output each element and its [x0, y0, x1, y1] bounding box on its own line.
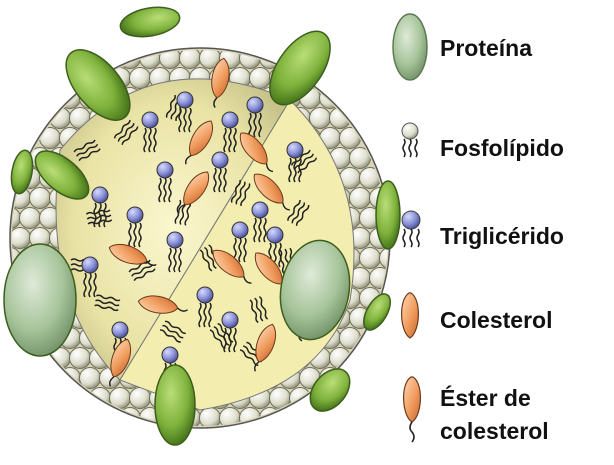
- protein-icon: [392, 13, 428, 81]
- fatty-acid-tails: [93, 202, 107, 228]
- surface-protein: [375, 180, 401, 250]
- fatty-acid-tails: [128, 222, 142, 248]
- legend-label-ester-line2: colesterol: [440, 418, 549, 444]
- triglyceride: [81, 256, 99, 274]
- triglyceride: [166, 231, 184, 249]
- surface-protein: [309, 368, 351, 412]
- triglyceride: [156, 161, 174, 179]
- triglyceride: [211, 151, 229, 169]
- triglyceride: [126, 206, 144, 224]
- surface-protein: [279, 239, 351, 341]
- legend-label-proteina: Proteína: [440, 35, 533, 61]
- surface-protein: [65, 49, 131, 121]
- cholesteryl-ester: [178, 171, 210, 214]
- fatty-acid-tails: [113, 119, 139, 145]
- triglyceride: [141, 111, 159, 129]
- cholesteryl-ester: [253, 173, 290, 211]
- fatty-acid-tails: [143, 127, 157, 153]
- fatty-acid-tails: [230, 179, 251, 207]
- surface-protein: [119, 6, 181, 38]
- phospholipid-head: [69, 347, 91, 369]
- cholesteryl-ester: [254, 323, 277, 372]
- triglyceride: [176, 91, 194, 109]
- cholesteryl-ester: [185, 120, 213, 165]
- cholesteryl-ester-icon: [403, 376, 421, 443]
- fatty-acid-tails: [198, 302, 212, 328]
- surface-protein: [10, 149, 34, 195]
- phospholipid-head: [319, 87, 341, 109]
- fatty-acid-tails: [249, 295, 269, 324]
- legend-label-ester-line1: Éster de: [440, 385, 531, 411]
- surface-protein: [154, 364, 196, 446]
- fatty-acid-tails: [253, 217, 267, 243]
- fatty-acid-tails: [223, 327, 237, 353]
- fatty-acid-tails: [73, 139, 101, 162]
- surface-protein: [269, 30, 331, 106]
- fatty-acid-tails: [159, 320, 186, 343]
- fatty-acid-tails: [168, 247, 182, 273]
- phospholipid-icon: [401, 122, 419, 158]
- surface-proteins: [3, 6, 401, 446]
- triglyceride-icon: [401, 210, 421, 248]
- triglyceride: [221, 311, 239, 329]
- fatty-acid-tails: [158, 177, 172, 203]
- cholesteryl-ester: [212, 249, 252, 284]
- triglyceride: [251, 201, 269, 219]
- phospholipid-head: [29, 187, 51, 209]
- fatty-acid-tails: [128, 259, 156, 282]
- fatty-acid-tails: [223, 127, 237, 153]
- triglyceride: [221, 111, 239, 129]
- legend-label-fosfolipido: Fosfolípido: [440, 135, 564, 161]
- fatty-acid-tails: [94, 294, 121, 312]
- phospholipid-head: [249, 67, 271, 89]
- fatty-acid-tails: [290, 149, 318, 174]
- fatty-acid-tails: [248, 112, 262, 138]
- triglyceride: [196, 286, 214, 304]
- triglyceride: [266, 226, 284, 244]
- triglyceride: [111, 321, 129, 339]
- surface-protein: [363, 293, 391, 331]
- triglyceride: [246, 96, 264, 114]
- cholesteryl-ester: [108, 243, 157, 266]
- cholesteryl-ester: [137, 295, 188, 314]
- triglyceride: [161, 346, 179, 364]
- legend-label-triglicerido: Triglicérido: [440, 223, 564, 249]
- legend-icons: [392, 13, 428, 443]
- cholesteryl-ester: [211, 57, 230, 108]
- triglyceride: [286, 141, 304, 159]
- fatty-acid-tails: [213, 167, 227, 193]
- cholesteryl-ester: [109, 338, 132, 387]
- fatty-acid-tails: [83, 272, 97, 298]
- cholesterol-icon: [401, 292, 419, 339]
- phospholipid-head: [129, 67, 151, 89]
- phospholipid-head: [12, 227, 31, 249]
- phospholipid-head: [379, 247, 388, 269]
- phospholipid-head: [349, 187, 371, 209]
- cholesteryl-ester: [239, 132, 274, 173]
- legend-label-colesterol: Colesterol: [440, 307, 553, 333]
- phospholipid-head: [359, 247, 381, 269]
- fatty-acid-tails: [178, 107, 192, 133]
- surface-protein: [3, 243, 77, 357]
- phospholipid-head: [59, 367, 81, 389]
- triglyceride: [231, 221, 249, 239]
- fatty-acid-tails: [288, 157, 302, 183]
- triglyceride: [91, 186, 109, 204]
- surface-protein: [34, 150, 90, 200]
- fatty-acid-tails: [287, 199, 310, 226]
- phospholipid-head: [19, 207, 41, 229]
